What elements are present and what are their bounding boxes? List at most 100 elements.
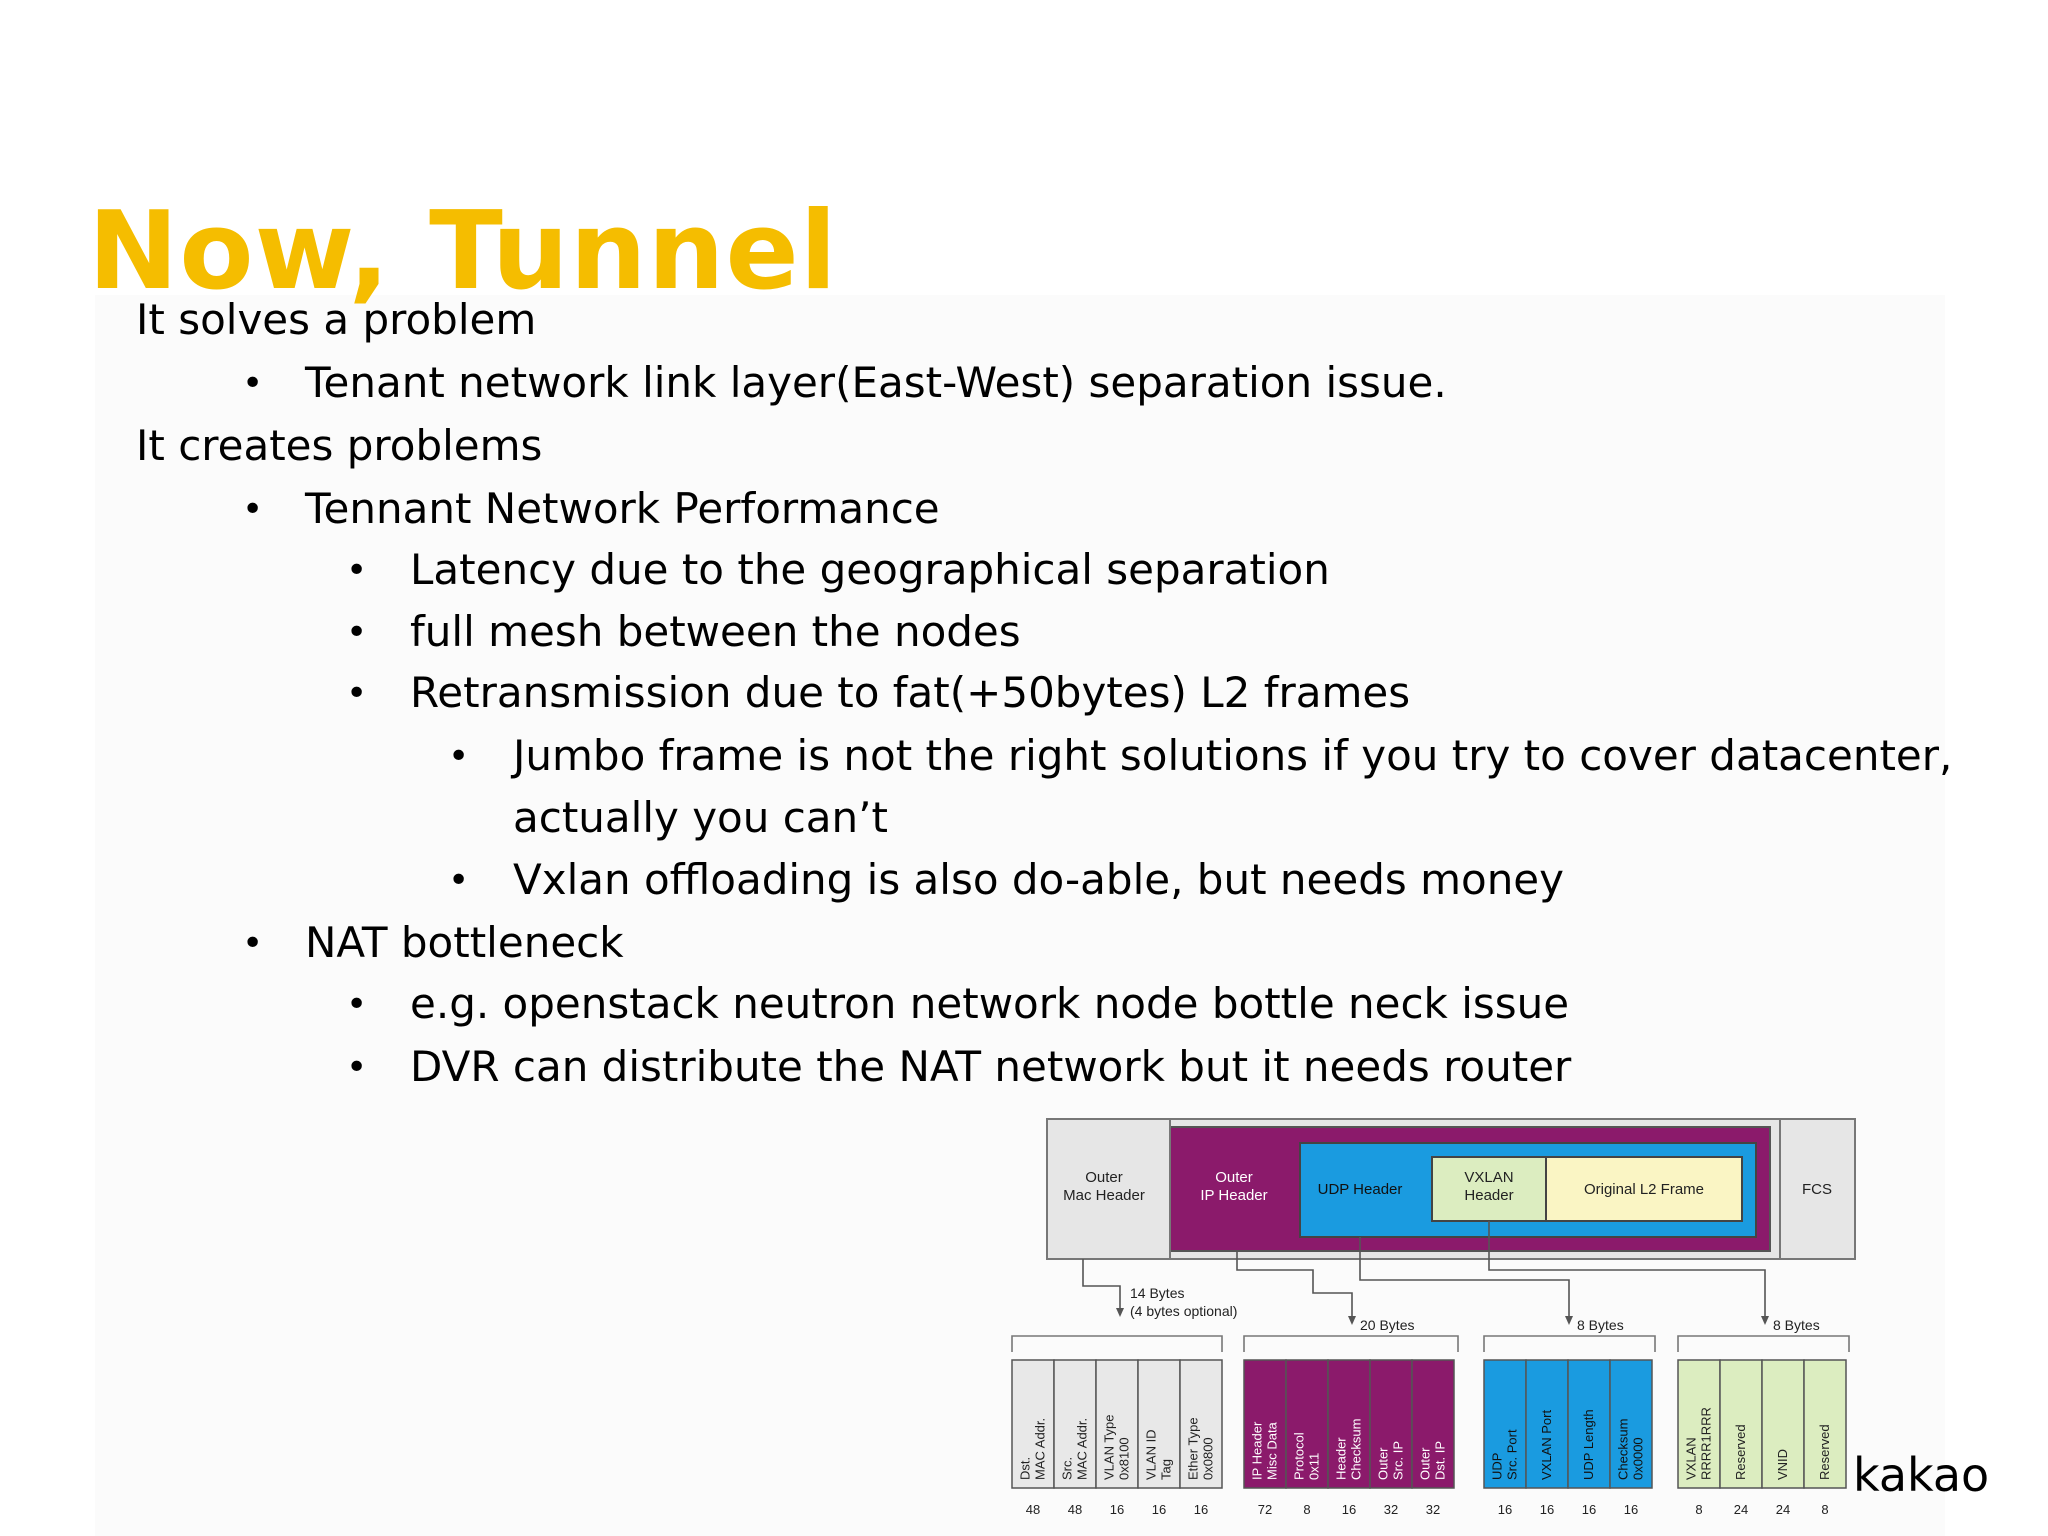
field-cell-vxlan (1761, 1359, 1805, 1489)
vxlan-header-box (1431, 1156, 1547, 1222)
field-label: Checksum (1616, 1419, 1631, 1480)
bracket-vxlan (1677, 1335, 1850, 1352)
field-label: Reserved (1733, 1424, 1748, 1480)
original-frame-box (1545, 1156, 1743, 1222)
bullet-dot: • (242, 489, 264, 530)
field-cell-ip (1243, 1359, 1287, 1489)
field-cell-mac (1011, 1359, 1055, 1489)
bullet-text-level-2: Retransmission due to fat(+50bytes) L2 f… (410, 668, 1411, 717)
bullet-text-level-2: Latency due to the geographical separati… (410, 545, 1330, 594)
bullet-text-level-1: Tennant Network Performance (305, 484, 940, 533)
field-cell-mac (1095, 1359, 1139, 1489)
arrowhead-mac (1116, 1308, 1124, 1317)
field-bits: 48 (1068, 1502, 1082, 1517)
bullet-text-level-0: It creates problems (136, 421, 543, 470)
field-label: Src. IP (1391, 1441, 1406, 1480)
field-label: Dst. IP (1433, 1441, 1448, 1480)
udp-size-label: 8 Bytes (1577, 1317, 1624, 1333)
field-cell-ip (1411, 1359, 1455, 1489)
field-cell-ip (1327, 1359, 1371, 1489)
field-label: 0x11 (1307, 1453, 1322, 1480)
connector-vxlan (1488, 1221, 1766, 1318)
bullet-dot: • (346, 984, 368, 1025)
field-cell-vxlan (1719, 1359, 1763, 1489)
field-bits: 16 (1342, 1502, 1356, 1517)
bullet-dot: • (242, 923, 264, 964)
field-cell-ip (1285, 1359, 1329, 1489)
outer-ip-label-1: Outer (1215, 1169, 1253, 1186)
field-cell-udp (1567, 1359, 1611, 1489)
field-bits: 8 (1303, 1502, 1310, 1517)
field-label: Ether Type (1186, 1417, 1201, 1480)
field-label: UDP (1490, 1453, 1505, 1480)
bullet-dot: • (448, 736, 470, 777)
field-label: VLAN Type (1102, 1414, 1117, 1480)
field-bits: 16 (1540, 1502, 1554, 1517)
ip-size-label: 20 Bytes (1360, 1317, 1414, 1333)
brand-footer: kakao (1853, 1448, 1990, 1502)
encapsulated-frame: Outer Mac Header Outer IP Header UDP Hea… (1046, 1118, 1856, 1260)
udp-header-label: UDP Header (1318, 1181, 1403, 1198)
connectors (1082, 1221, 1766, 1318)
bullet-text-level-3: Jumbo frame is not the right solutions i… (513, 731, 1953, 780)
field-label: IP Header (1250, 1421, 1265, 1480)
field-bits: 16 (1624, 1502, 1638, 1517)
field-cell-mac (1053, 1359, 1097, 1489)
bullet-dot: • (346, 612, 368, 653)
field-cell-mac (1137, 1359, 1181, 1489)
field-label: Src. Port (1505, 1429, 1520, 1480)
field-label: 0x8100 (1117, 1437, 1132, 1480)
field-label: Checksum (1349, 1419, 1364, 1480)
field-label: MAC Addr. (1075, 1418, 1090, 1480)
bullet-text-level-3: Vxlan offloading is also do-able, but ne… (513, 855, 1565, 904)
arrowheads (1116, 1308, 1769, 1325)
field-label: Src. (1060, 1457, 1075, 1480)
mac-size-label-2: (4 bytes optional) (1130, 1303, 1237, 1319)
field-bits: 24 (1734, 1502, 1748, 1517)
field-label: VXLAN (1684, 1437, 1699, 1480)
bullet-dot: • (346, 550, 368, 591)
field-label: VNID (1775, 1449, 1790, 1480)
field-cell-vxlan (1803, 1359, 1847, 1489)
field-cell-udp (1483, 1359, 1527, 1489)
field-label: VLAN ID (1144, 1429, 1159, 1480)
bullet-text-level-0: It solves a problem (136, 295, 537, 344)
bullet-text-level-2: full mesh between the nodes (410, 607, 1021, 656)
connector-ip (1236, 1251, 1353, 1318)
outer-mac-label-1: Outer (1085, 1169, 1123, 1186)
field-label: Header (1334, 1437, 1349, 1480)
original-frame-label: Original L2 Frame (1584, 1181, 1704, 1198)
bracket-udp (1483, 1335, 1656, 1352)
bullet-text-level-2: e.g. openstack neutron network node bott… (410, 979, 1570, 1028)
mac-size-label-1: 14 Bytes (1130, 1285, 1184, 1301)
field-bits: 24 (1776, 1502, 1790, 1517)
connector-udp (1359, 1237, 1570, 1318)
vxlan-header-label-1: VXLAN (1464, 1169, 1513, 1186)
bullet-text-level-1: Tenant network link layer(East-West) sep… (305, 358, 1447, 407)
field-label: Outer (1418, 1447, 1433, 1480)
field-bits: 48 (1026, 1502, 1040, 1517)
field-cell-vxlan (1677, 1359, 1721, 1489)
arrowhead-vxlan (1761, 1316, 1769, 1325)
field-label: Tag (1159, 1459, 1174, 1480)
bullet-dot: • (346, 1047, 368, 1088)
field-label: RRRR1RRR (1699, 1407, 1714, 1480)
field-label: Reserved (1817, 1424, 1832, 1480)
field-label: 0x0800 (1201, 1437, 1216, 1480)
outer-ip-label-2: IP Header (1200, 1187, 1267, 1204)
field-bits: 16 (1582, 1502, 1596, 1517)
slide-title: Now, Tunnel (88, 189, 838, 314)
field-cell-mac (1179, 1359, 1223, 1489)
fcs-label: FCS (1802, 1181, 1832, 1198)
bullet-dot: • (242, 363, 264, 404)
field-bits: 16 (1498, 1502, 1512, 1517)
arrowhead-udp (1565, 1316, 1573, 1325)
arrowhead-ip (1348, 1316, 1356, 1325)
field-bits: 16 (1194, 1502, 1208, 1517)
field-bits: 72 (1258, 1502, 1272, 1517)
field-bits: 16 (1152, 1502, 1166, 1517)
field-label: Misc Data (1265, 1421, 1280, 1480)
field-label: UDP Length (1581, 1409, 1596, 1480)
